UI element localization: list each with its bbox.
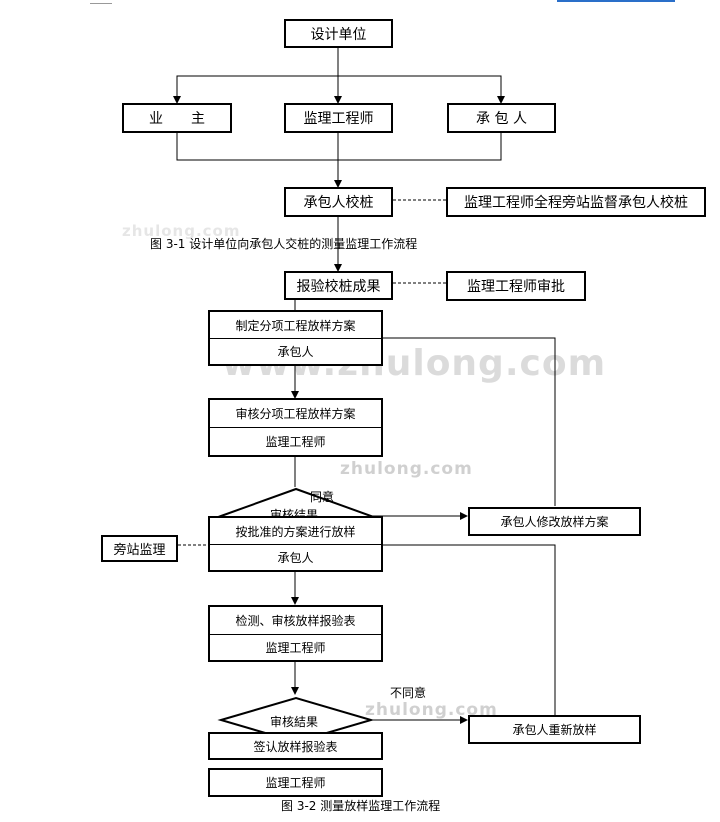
execute-layout-box: 按批准的方案进行放样 承包人	[208, 516, 383, 572]
top-edge-mark	[90, 0, 112, 4]
disagree-label: 不同意	[390, 686, 427, 700]
figure-caption-3-1: 图 3-1 设计单位向承包人交桩的测量监理工作流程	[150, 237, 418, 251]
stake-supervision-note-box: 监理工程师全程旁站监督承包人校桩	[446, 187, 706, 217]
side-supervision-box: 旁站监理	[101, 535, 178, 562]
report-stake-result-box: 报验校桩成果	[284, 271, 393, 300]
modify-plan-box: 承包人修改放样方案	[468, 507, 641, 536]
contractor-box: 承 包 人	[447, 103, 556, 133]
stake-check-box: 承包人校桩	[284, 187, 393, 217]
review-layout-plan-text: 审核分项工程放样方案	[210, 400, 381, 428]
supervisor-approval-box: 监理工程师审批	[446, 271, 586, 301]
supervisor-box: 监理工程师	[284, 103, 393, 133]
design-unit-box: 设计单位	[284, 19, 393, 48]
inspect-form-text: 检测、审核放样报验表	[210, 607, 381, 635]
review-layout-plan-role: 监理工程师	[265, 435, 326, 449]
top-edge-bar	[557, 0, 675, 2]
figure-caption-3-2: 图 3-2 测量放样监理工作流程	[281, 799, 441, 813]
watermark: zhulong.com	[340, 459, 473, 479]
make-layout-plan-text: 制定分项工程放样方案	[210, 312, 381, 339]
watermark: zhulong.com	[365, 700, 498, 720]
make-layout-plan-box: 制定分项工程放样方案 承包人	[208, 310, 383, 366]
watermark: zhulong.com	[122, 222, 241, 240]
owner-box: 业 主	[122, 103, 232, 133]
make-layout-plan-role: 承包人	[277, 345, 314, 359]
review-result-label-2: 审核結果	[270, 715, 319, 729]
agree-label: 同意	[310, 490, 335, 504]
execute-layout-role: 承包人	[277, 551, 314, 565]
sign-form-role-box: 监理工程师	[208, 768, 383, 797]
review-layout-plan-box: 审核分项工程放样方案 监理工程师	[208, 398, 383, 457]
inspect-form-role: 监理工程师	[265, 641, 326, 655]
execute-layout-text: 按批准的方案进行放样	[210, 518, 381, 545]
sign-form-box: 签认放样报验表	[208, 732, 383, 760]
inspect-form-box: 检测、审核放样报验表 监理工程师	[208, 605, 383, 662]
redo-layout-box: 承包人重新放样	[468, 715, 641, 744]
